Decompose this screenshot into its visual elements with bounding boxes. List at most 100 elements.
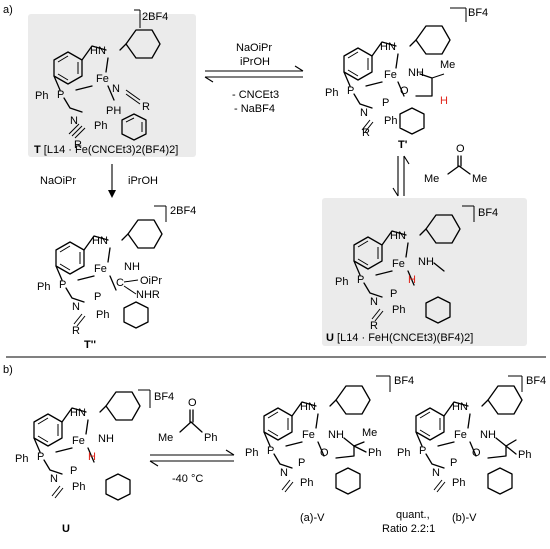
cond-Tdd-2: iPrOH <box>128 175 158 187</box>
svg-text:Fe: Fe <box>384 69 397 81</box>
svg-text:N: N <box>72 301 80 313</box>
svg-text:Ph: Ph <box>245 447 258 459</box>
svg-text:Fe: Fe <box>392 258 405 270</box>
cond-top-2: iPrOH <box>240 56 270 68</box>
svg-text:Me: Me <box>472 173 487 185</box>
svg-text:HN: HN <box>70 407 86 419</box>
atom-N-iso: N <box>70 115 78 127</box>
equilibrium-T-Tprime <box>204 65 304 83</box>
atom-HN: HN <box>90 45 106 57</box>
svg-text:P: P <box>382 97 389 109</box>
compound-Tprime-charge: BF4 <box>468 7 488 19</box>
svg-text:HN: HN <box>452 401 468 413</box>
yield-text: quant., <box>396 509 430 521</box>
compound-aV: HN Fe NH P Ph O P N Ph Me Ph <box>245 385 381 495</box>
svg-text:R: R <box>362 127 370 139</box>
svg-text:R: R <box>370 320 378 332</box>
svg-text:Me: Me <box>440 59 455 71</box>
svg-text:O: O <box>400 85 409 97</box>
compound-T: HN Fe P Ph PH N N Ph R R <box>35 29 161 151</box>
svg-text:Ph: Ph <box>37 281 50 293</box>
cond-temperature: -40 °C <box>172 473 203 485</box>
compound-U-top-label: U [L14 · FeH(CNCEt3)(BF4)2] <box>326 332 473 344</box>
acetone: O Me Me <box>424 143 487 185</box>
svg-text:HN: HN <box>300 401 316 413</box>
svg-text:Ph: Ph <box>204 432 217 444</box>
svg-text:O: O <box>456 143 465 155</box>
cond-top-1: NaOiPr <box>236 42 272 54</box>
svg-text:Ph: Ph <box>397 447 410 459</box>
svg-text:P: P <box>37 451 44 463</box>
compound-T-box <box>28 14 196 157</box>
svg-text:HN: HN <box>390 230 406 242</box>
svg-text:Ph: Ph <box>518 449 531 461</box>
svg-text:Ph: Ph <box>452 477 465 489</box>
compound-U-bottom: HN Fe NH P Ph H P N Ph <box>15 391 141 501</box>
svg-text:Fe: Fe <box>454 429 467 441</box>
svg-text:P: P <box>347 85 354 97</box>
atom-Ph-low: Ph <box>94 120 107 132</box>
compound-T-charge: 2BF4 <box>142 11 168 23</box>
svg-text:Ph: Ph <box>384 115 397 127</box>
svg-text:Me: Me <box>362 427 377 439</box>
arrow-T-Tdd <box>108 164 116 198</box>
compound-bV-charge: BF4 <box>526 375 546 387</box>
svg-text:Ph: Ph <box>72 481 85 493</box>
svg-text:O: O <box>188 397 197 409</box>
svg-text:P: P <box>59 279 66 291</box>
svg-text:N: N <box>360 107 368 119</box>
atom-R-low: R <box>74 139 82 151</box>
compound-U-top: HN Fe NH P Ph H P N Ph R <box>335 214 461 332</box>
ratio-text: Ratio 2.2:1 <box>382 523 435 535</box>
compound-bV-label: (b)-V <box>452 512 477 524</box>
svg-text:HN: HN <box>92 235 108 247</box>
svg-text:NH: NH <box>418 256 434 268</box>
panel-b-label: b) <box>3 364 13 376</box>
svg-text:Ph: Ph <box>15 453 28 465</box>
svg-text:NH: NH <box>124 261 140 273</box>
hydride-H: H <box>440 95 448 107</box>
svg-text:P: P <box>267 445 274 457</box>
cond-Tdd-1: NaOiPr <box>40 175 76 187</box>
svg-text:NH: NH <box>328 429 344 441</box>
svg-text:N: N <box>50 473 58 485</box>
svg-text:P: P <box>419 445 426 457</box>
svg-text:Fe: Fe <box>72 435 85 447</box>
svg-text:HN: HN <box>380 41 396 53</box>
svg-text:Ph: Ph <box>368 447 381 459</box>
svg-text:P: P <box>70 465 77 477</box>
compound-Tprime: HN Fe NH P Ph O P N Ph R Me H <box>325 25 455 139</box>
atom-P-left: P <box>57 89 64 101</box>
compound-Tprime-label: T' <box>398 139 408 151</box>
compound-bV: HN Fe NH P Ph O P N Ph Ph <box>397 385 531 495</box>
svg-text:Me: Me <box>424 173 439 185</box>
compound-U-bottom-label: U <box>62 523 70 535</box>
equilibrium-Tprime-U <box>392 155 410 197</box>
compound-U-top-charge: BF4 <box>478 207 498 219</box>
equilibrium-U-V <box>149 449 235 467</box>
svg-text:H: H <box>408 274 416 286</box>
svg-text:P: P <box>390 288 397 300</box>
svg-text:NH: NH <box>408 67 424 79</box>
svg-text:O: O <box>320 447 329 459</box>
compound-T-label: T [L14 · Fe(CNCEt3)2(BF4)2] <box>34 144 178 156</box>
compound-Tdd: HN Fe NH P Ph C OiPr NHR P N Ph R <box>37 219 163 337</box>
acetophenone: O Me Ph <box>158 397 217 444</box>
compound-aV-label: (a)-V <box>300 512 325 524</box>
atom-PH: PH <box>106 105 121 117</box>
compound-Tdd-charge: 2BF4 <box>170 205 196 217</box>
atom-NH-right: N <box>112 83 120 95</box>
svg-text:N: N <box>280 467 288 479</box>
svg-text:Ph: Ph <box>392 304 405 316</box>
svg-text:OiPr: OiPr <box>140 275 162 287</box>
svg-text:NH: NH <box>98 433 114 445</box>
svg-text:P: P <box>298 457 305 469</box>
cond-bottom-2: - NaBF4 <box>234 103 275 115</box>
svg-text:P: P <box>94 291 101 303</box>
svg-text:C: C <box>116 277 124 289</box>
svg-text:Ph: Ph <box>325 87 338 99</box>
compound-U-bottom-charge: BF4 <box>154 391 174 403</box>
svg-text:Fe: Fe <box>94 263 107 275</box>
svg-text:Ph: Ph <box>300 477 313 489</box>
